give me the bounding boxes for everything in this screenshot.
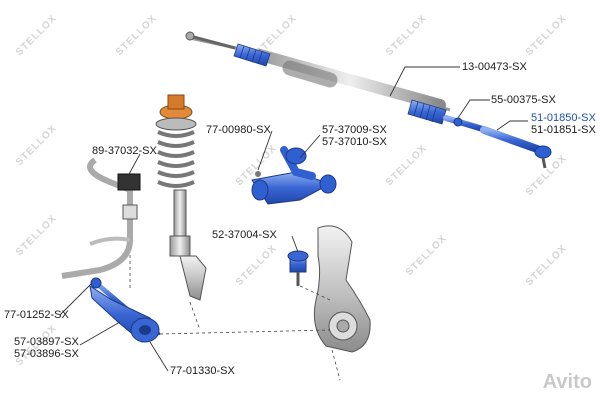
label-stabilizer-bushing: 89-37032-SX xyxy=(92,145,157,157)
label-upper-arm-bushing: 77-00980-SX xyxy=(206,124,271,136)
avito-logo: Avito xyxy=(542,371,592,393)
upper-arm-part xyxy=(251,146,337,205)
label-tie-rod-axial: 55-00375-SX xyxy=(491,94,556,106)
label-lower-arm-left: 57-03897-SX xyxy=(14,336,79,348)
guide-lines xyxy=(129,255,341,381)
stabilizer-bar-part xyxy=(61,157,141,279)
label-lower-arm-bushing: 77-01330-SX xyxy=(170,365,235,377)
label-steering-rack: 13-00473-SX xyxy=(462,61,527,73)
label-upper-arm-left: 57-37009-SX xyxy=(322,124,387,136)
rack-boot-right xyxy=(407,99,447,125)
lower-arm-part xyxy=(89,284,161,343)
leader-lines xyxy=(59,66,528,372)
steering-knuckle-part xyxy=(313,225,371,353)
rack-boot-left xyxy=(233,43,271,67)
label-upper-arm-right: 57-37010-SX xyxy=(322,136,387,148)
strut-spring-part xyxy=(155,94,207,301)
ball-joint-part xyxy=(287,250,309,286)
label-lower-arm-right: 57-03896-SX xyxy=(14,348,79,360)
tie-rod-end-part xyxy=(480,126,552,169)
tie-rod-axial-part xyxy=(443,115,489,133)
label-ball-joint: 52-37004-SX xyxy=(212,229,277,241)
label-tie-rod-end-left: 51-01850-SX xyxy=(531,112,596,124)
label-stabilizer-link: 77-01252-SX xyxy=(4,309,69,321)
steering-rack-part xyxy=(185,31,451,112)
label-tie-rod-end-right: 51-01851-SX xyxy=(531,124,596,136)
